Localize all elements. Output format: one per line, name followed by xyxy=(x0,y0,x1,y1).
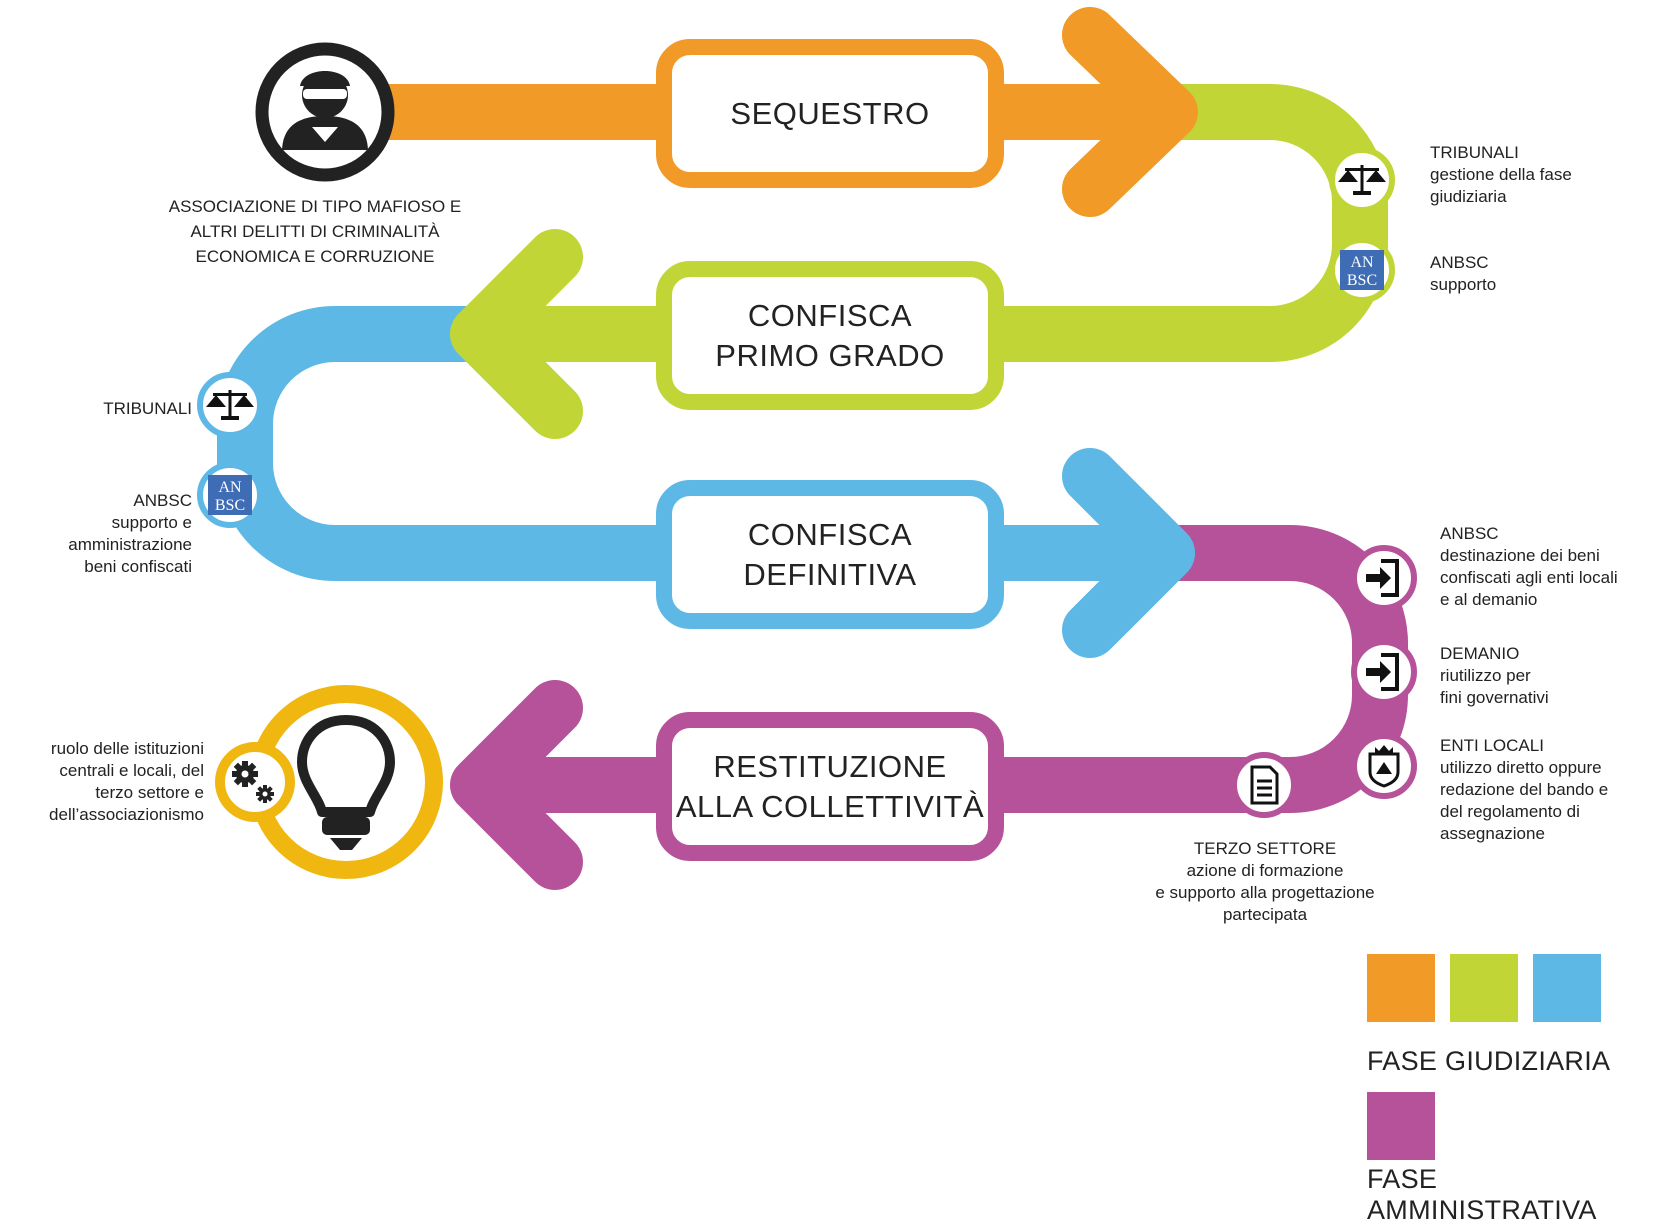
actor-label-anbsc-3: ANBSC destinazione dei beni confiscati a… xyxy=(1440,523,1660,611)
actor-desc: e al demanio xyxy=(1440,590,1538,609)
stage-title: ALLA COLLETTIVITÀ xyxy=(675,788,985,824)
stage-title: SEQUESTRO xyxy=(730,95,930,131)
stage-box-sequestro xyxy=(656,39,1004,188)
caption-line: ECONOMICA E CORRUZIONE xyxy=(195,247,435,266)
lightbulb-icon xyxy=(249,685,443,879)
actor-desc: gestione della fase xyxy=(1430,165,1572,184)
process-diagram: AN BSC AN BSC xyxy=(197,7,1601,1160)
actor-desc: utilizzo diretto oppure xyxy=(1440,758,1602,777)
svg-text:BSC: BSC xyxy=(215,497,245,514)
actor-title: ENTI LOCALI xyxy=(1440,736,1544,755)
legend-swatch-green xyxy=(1450,954,1518,1022)
stage-label-confisca-definitiva: CONFISCA DEFINITIVA xyxy=(672,496,988,613)
enter-icon xyxy=(1351,639,1417,705)
stage-title: RESTITUZIONE xyxy=(713,748,947,784)
actor-desc: del regolamento di xyxy=(1440,802,1580,821)
legend-label-fase-amministrativa: FASE AMMINISTRATIVA xyxy=(1367,1164,1597,1225)
caption-line: ALTRI DELITTI DI CRIMINALITÀ xyxy=(190,222,440,241)
actor-desc: redazione del bando e xyxy=(1440,780,1609,799)
actor-title: TRIBUNALI xyxy=(1430,143,1519,162)
actor-desc: assegnazione xyxy=(1440,824,1545,843)
actor-label-tribunali-2: TRIBUNALI xyxy=(20,398,192,420)
caption-line: terzo settore e xyxy=(95,783,204,802)
actor-desc: azione di formazione xyxy=(1186,861,1344,880)
actor-desc: riutilizzo per xyxy=(1440,666,1531,685)
legend-swatch-purple xyxy=(1367,1092,1435,1160)
actor-desc: confiscati agli enti locali xyxy=(1440,568,1618,587)
caption-line: ASSOCIAZIONE DI TIPO MAFIOSO E xyxy=(168,197,462,216)
actor-label-anbsc-2: ANBSC supporto e amministrazione beni co… xyxy=(20,490,192,578)
scales-icon xyxy=(197,372,263,438)
end-caption: ruolo delle istituzioni centrali e local… xyxy=(6,738,204,826)
actor-label-terzo-settore: TERZO SETTORE azione di formazione e sup… xyxy=(1110,838,1420,926)
stage-title: CONFISCA xyxy=(747,297,913,333)
actor-desc: e supporto alla progettazione xyxy=(1155,883,1375,902)
legend-label-fase-giudiziaria: FASE GIUDIZIARIA xyxy=(1367,1046,1611,1076)
track-confisca-definitiva xyxy=(217,306,1175,581)
actor-desc: supporto xyxy=(1430,275,1497,294)
actor-title: ANBSC xyxy=(133,491,192,510)
svg-text:BSC: BSC xyxy=(1347,272,1377,289)
legend-swatch-orange xyxy=(1367,954,1435,1022)
actor-title: TRIBUNALI xyxy=(103,399,192,418)
actor-label-demanio: DEMANIO riutilizzo per fini governativi xyxy=(1440,643,1660,709)
gears-icon xyxy=(215,742,295,822)
actor-desc: destinazione dei beni xyxy=(1440,546,1600,565)
actor-title: ANBSC xyxy=(1440,524,1499,543)
stage-title: DEFINITIVA xyxy=(743,556,917,592)
anbsc-logo-icon: AN BSC xyxy=(1329,237,1395,303)
caption-line: dell’associazionismo xyxy=(49,805,204,824)
stage-label-restituzione: RESTITUZIONE ALLA COLLETTIVITÀ xyxy=(672,728,988,845)
track-confisca-primo-grado xyxy=(470,84,1388,362)
actor-desc: amministrazione xyxy=(68,535,192,554)
actor-title: TERZO SETTORE xyxy=(1193,839,1337,858)
caption-line: centrali e locali, del xyxy=(59,761,204,780)
stage-label-confisca-primo-grado: CONFISCA PRIMO GRADO xyxy=(672,277,988,394)
legend-swatch-blue xyxy=(1533,954,1601,1022)
arrowhead-green xyxy=(450,229,583,439)
start-caption: ASSOCIAZIONE DI TIPO MAFIOSO E ALTRI DEL… xyxy=(150,194,480,269)
actor-label-tribunali-1: TRIBUNALI gestione della fase giudiziari… xyxy=(1430,142,1650,208)
actor-desc: giudiziaria xyxy=(1430,187,1507,206)
stage-label-sequestro: SEQUESTRO xyxy=(672,55,988,172)
town-crest-icon xyxy=(1351,733,1417,799)
arrowhead-purple xyxy=(450,680,583,890)
document-icon xyxy=(1231,752,1297,818)
actor-desc: beni confiscati xyxy=(84,557,192,576)
actor-label-anbsc-1: ANBSC supporto xyxy=(1430,252,1650,296)
stage-title: PRIMO GRADO xyxy=(715,337,945,373)
actor-label-enti-locali: ENTI LOCALI utilizzo diretto oppure reda… xyxy=(1440,735,1660,845)
actor-desc: partecipata xyxy=(1222,905,1308,924)
anbsc-logo-icon: AN BSC xyxy=(197,462,263,528)
stage-title: CONFISCA xyxy=(747,516,913,552)
criminal-icon xyxy=(255,42,395,182)
actor-desc: supporto e xyxy=(111,513,192,532)
enter-icon xyxy=(1351,545,1417,611)
scales-icon xyxy=(1329,147,1395,213)
actor-desc: fini governativi xyxy=(1440,688,1549,707)
stage-box-confisca-primo-grado xyxy=(656,261,1004,410)
stage-box-confisca-definitiva xyxy=(656,480,1004,629)
svg-text:AN: AN xyxy=(218,479,242,496)
actor-title: ANBSC xyxy=(1430,253,1489,272)
svg-text:AN: AN xyxy=(1350,254,1374,271)
arrowhead-blue xyxy=(1062,448,1195,658)
caption-line: ruolo delle istituzioni xyxy=(50,739,204,758)
actor-title: DEMANIO xyxy=(1440,644,1520,663)
stage-box-restituzione xyxy=(656,712,1004,861)
arrowhead-orange xyxy=(1062,7,1198,217)
